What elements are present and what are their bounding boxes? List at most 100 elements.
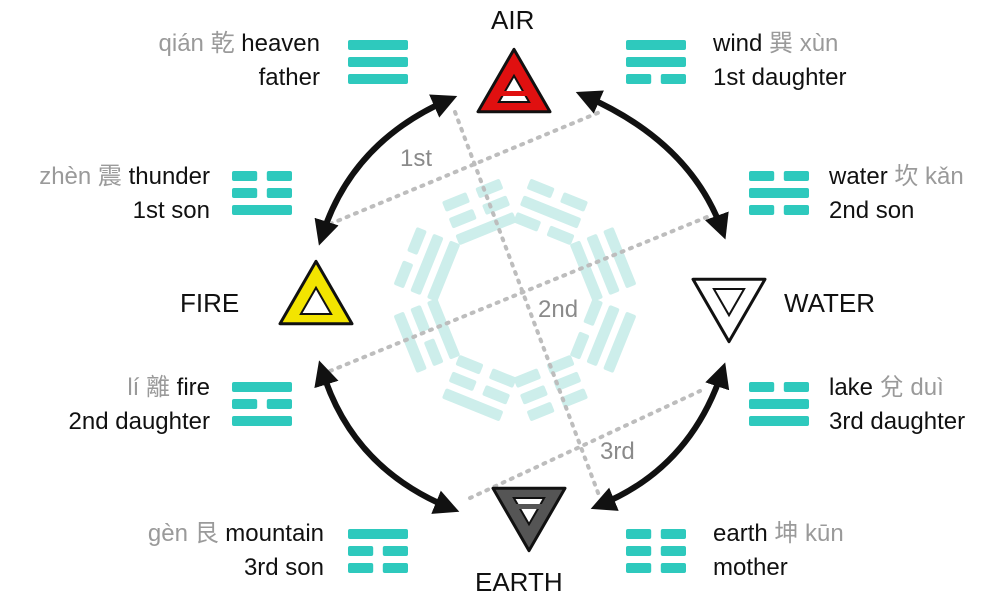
relation: 2nd daughter bbox=[68, 408, 210, 435]
trigram-label-qian: qián 乾 heaven father bbox=[159, 27, 320, 95]
pinyin: qián bbox=[158, 30, 204, 57]
trigram-solid-line bbox=[232, 382, 292, 392]
hanzi: 艮 bbox=[194, 520, 219, 547]
faint-trigram-broken-line bbox=[553, 371, 581, 391]
faint-trigram-broken-line bbox=[527, 402, 555, 421]
trigram-icon-qian bbox=[348, 40, 408, 84]
dotted-connector bbox=[328, 110, 602, 226]
trigram-solid-line bbox=[348, 57, 408, 67]
element-label-air: AIR bbox=[491, 5, 535, 35]
faint-trigram-solid-line bbox=[570, 240, 603, 302]
faint-trigram-broken-line bbox=[489, 368, 517, 388]
trigram-solid-line bbox=[749, 399, 809, 409]
order-label-second: 2nd bbox=[538, 296, 579, 323]
faint-trigram-solid-line bbox=[394, 312, 427, 373]
faint-trigram-broken-line bbox=[475, 179, 503, 198]
relation: mother bbox=[713, 554, 788, 581]
hanzi: 兌 bbox=[879, 374, 904, 401]
hanzi: 震 bbox=[97, 163, 122, 190]
trigram-broken-line bbox=[783, 205, 809, 215]
trigram-broken-line bbox=[266, 188, 292, 198]
trigram-label-kan: water 坎 kǎn 2nd son bbox=[829, 160, 964, 228]
hanzi: 離 bbox=[145, 374, 170, 401]
trigram-solid-line bbox=[626, 40, 686, 50]
faint-trigram-kun bbox=[513, 355, 588, 421]
faint-trigram-broken-line bbox=[482, 195, 510, 215]
relation: father bbox=[258, 64, 320, 91]
faint-trigram-broken-line bbox=[513, 212, 541, 232]
meaning: lake bbox=[829, 374, 874, 401]
trigram-icon-kun bbox=[626, 529, 686, 573]
meaning: wind bbox=[713, 30, 763, 57]
trigram-label-gen: gèn 艮 mountain 3rd son bbox=[148, 517, 324, 585]
meaning: earth bbox=[713, 520, 768, 547]
trigram-broken-line bbox=[348, 546, 374, 556]
trigram-broken-line bbox=[382, 546, 408, 556]
faint-trigram-broken-line bbox=[546, 225, 575, 245]
trigram-broken-line bbox=[626, 563, 652, 573]
dotted-connector bbox=[468, 389, 702, 500]
faint-trigram-solid-line bbox=[427, 240, 460, 302]
trigram-broken-line bbox=[626, 546, 652, 556]
faint-trigram-broken-line bbox=[546, 355, 575, 375]
trigram-broken-line bbox=[626, 74, 652, 84]
trigram-icon-li bbox=[232, 382, 292, 426]
faint-trigram-li bbox=[394, 298, 460, 373]
faint-trigram-solid-line bbox=[455, 212, 517, 245]
trigram-solid-line bbox=[348, 74, 408, 84]
trigram-broken-line bbox=[749, 171, 775, 181]
relation: 1st daughter bbox=[713, 64, 847, 91]
trigram-icon-kan bbox=[749, 171, 809, 215]
trigram-broken-line bbox=[749, 382, 775, 392]
dotted-connector bbox=[328, 213, 714, 373]
relation: 3rd daughter bbox=[829, 408, 966, 435]
arrow-air-fire bbox=[314, 94, 458, 246]
relation: 3rd son bbox=[243, 554, 324, 581]
arrow-air-water bbox=[575, 90, 729, 240]
faint-trigram-broken-line bbox=[442, 192, 470, 212]
element-label-fire: FIRE bbox=[180, 288, 240, 318]
trigram-broken-line bbox=[382, 563, 408, 573]
element-label-earth: EARTH bbox=[475, 567, 563, 597]
air-triangle-icon-bar bbox=[496, 91, 532, 96]
meaning: thunder bbox=[128, 163, 210, 190]
order-label-first: 1st bbox=[400, 145, 433, 172]
faint-trigram-broken-line bbox=[394, 260, 413, 288]
fire-triangle-icon bbox=[278, 259, 354, 326]
faint-trigram-broken-line bbox=[424, 338, 444, 366]
trigram-broken-line bbox=[232, 171, 258, 181]
arrow-earth-water bbox=[590, 362, 730, 511]
faint-trigram-gen bbox=[442, 355, 517, 421]
faint-trigram-solid-line bbox=[520, 195, 581, 229]
order-label-third: 3rd bbox=[600, 438, 635, 465]
trigram-broken-line bbox=[660, 529, 686, 539]
faint-trigram-broken-line bbox=[455, 355, 484, 375]
faint-trigram-solid-line bbox=[603, 227, 636, 288]
earth-triangle-icon bbox=[491, 486, 567, 553]
meaning: mountain bbox=[225, 520, 324, 547]
faint-trigram-broken-line bbox=[520, 385, 548, 405]
faint-trigram-qian bbox=[570, 227, 636, 302]
earth-triangle-icon-bar bbox=[511, 504, 547, 509]
faint-trigram-broken-line bbox=[482, 385, 510, 405]
faint-trigram-solid-line bbox=[586, 234, 620, 295]
faint-trigram-broken-line bbox=[527, 179, 555, 198]
trigram-broken-line bbox=[660, 546, 686, 556]
hanzi: 乾 bbox=[210, 30, 235, 57]
trigram-broken-line bbox=[626, 529, 652, 539]
trigram-broken-line bbox=[783, 171, 809, 181]
trigram-label-li: lí 離 fire 2nd daughter bbox=[69, 371, 210, 439]
trigram-broken-line bbox=[266, 399, 292, 409]
meaning: water bbox=[829, 163, 888, 190]
hanzi: 坎 bbox=[894, 163, 919, 190]
hanzi: 巽 bbox=[769, 30, 794, 57]
trigram-broken-line bbox=[348, 563, 374, 573]
pinyin: zhèn bbox=[39, 163, 92, 190]
faint-trigram-broken-line bbox=[407, 227, 427, 255]
faint-trigram-broken-line bbox=[449, 371, 477, 391]
trigram-solid-line bbox=[232, 205, 292, 215]
trigram-broken-line bbox=[749, 205, 775, 215]
pinyin: kǎn bbox=[925, 163, 964, 190]
trigram-icon-gen bbox=[348, 529, 408, 573]
